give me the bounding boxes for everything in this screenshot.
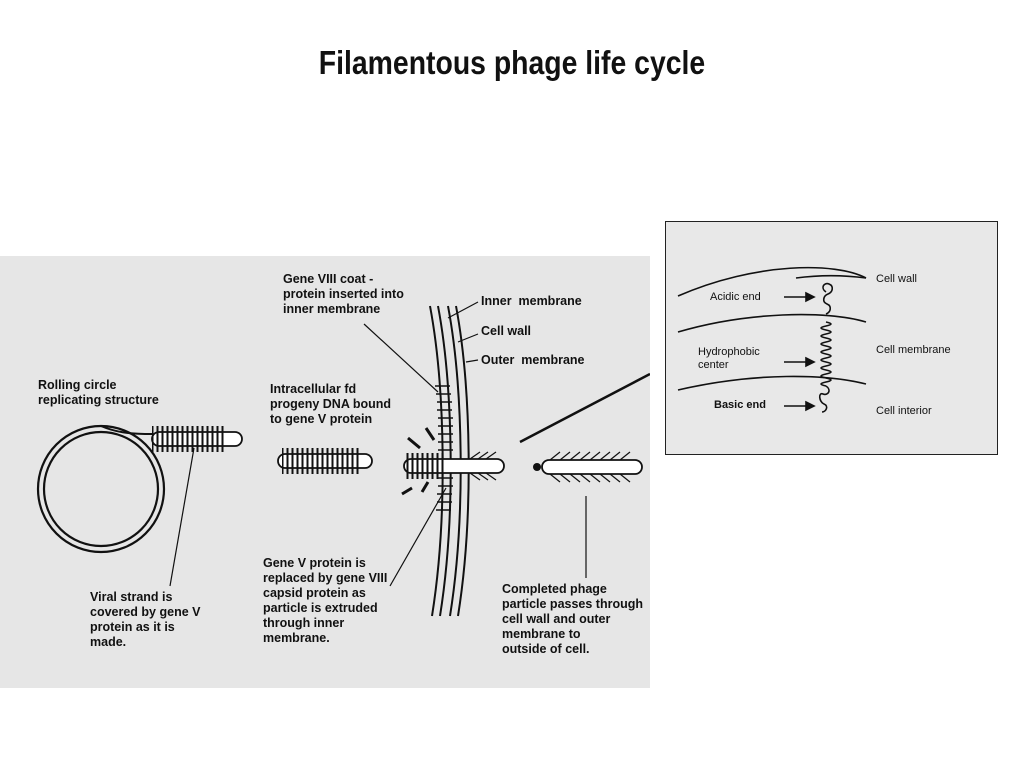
label-viral-strand: Viral strand is covered by gene V protei… [90,590,201,649]
coat-protein-helix [818,282,834,413]
inset-label-cell-interior: Cell interior [876,405,932,417]
completed-phage [533,451,643,483]
inset-label-basic-end: Basic end [714,399,766,411]
inset-label-acidic-end: Acidic end [710,291,761,303]
label-cell-wall: Cell wall [481,324,532,338]
label-gene-viii-coat: Gene VIII coat - protein inserted into i… [283,272,404,316]
intracellular-progeny [277,448,373,474]
label-intracellular-progeny: Intracellular fd progeny DNA bound to ge… [270,382,392,426]
label-gene-v-replaced: Gene V protein is replaced by gene VIII … [263,556,388,645]
life-cycle-diagram [36,301,650,617]
label-outer-membrane: Outer membrane [481,353,585,367]
phage-life-cycle-figure: Rolling circle replicating structure Vir… [0,256,650,688]
leader-lines [169,301,587,587]
inset-pointer-line [519,372,650,444]
rolling-circle [36,424,166,554]
inset-arrows [784,291,816,412]
inset-label-cell-membrane: Cell membrane [876,344,951,356]
inset-label-cell-wall: Cell wall [876,273,917,285]
extruding-particle [401,427,505,496]
inset-membrane-lines [677,266,867,391]
gene-v-covered-strand [151,426,243,452]
label-rolling-circle: Rolling circle replicating structure [38,378,159,407]
inset-diagram [677,266,867,413]
inset-label-hydrophobic-center: Hydrophobic center [698,346,760,371]
label-inner-membrane: Inner membrane [481,294,582,308]
membrane-inset: Cell wall Acidic end Cell membrane Hydro… [665,221,998,455]
slide-title: Filamentous phage life cycle [318,44,706,81]
label-completed-phage: Completed phage particle passes through … [502,582,644,656]
